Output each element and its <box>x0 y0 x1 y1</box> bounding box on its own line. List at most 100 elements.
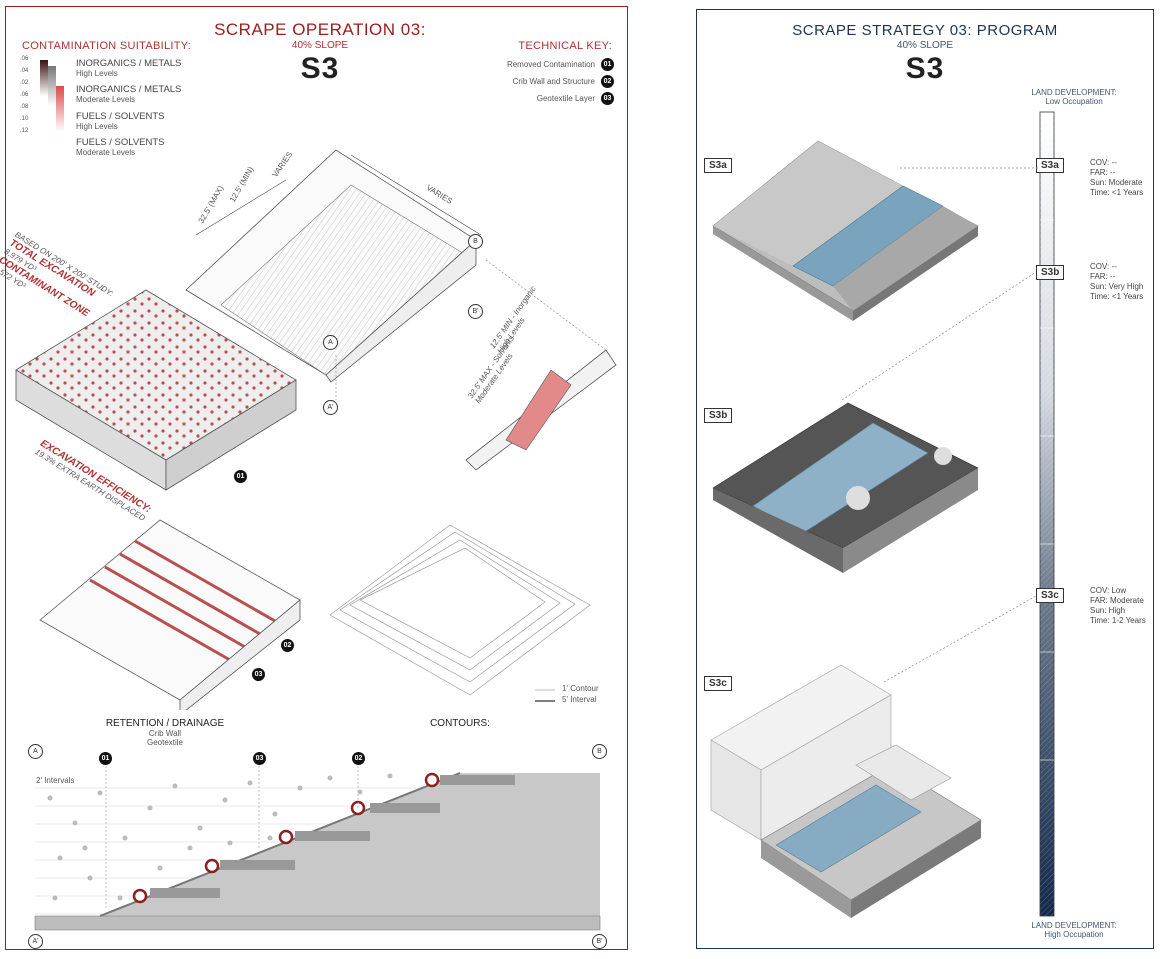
scale-tick: .08 <box>20 104 29 110</box>
technical-key-row: Removed Contamination 01 <box>440 56 614 73</box>
stat-line: FAR: -- <box>1090 168 1116 177</box>
stat-line: Time: <1 Years <box>1090 188 1144 197</box>
excavation-isometric-diagram <box>15 149 617 491</box>
stat-line: Sun: Moderate <box>1090 178 1143 187</box>
scale-tick: .06 <box>20 56 29 62</box>
retention-title: RETENTION / DRAINAGE <box>105 718 225 729</box>
technical-key: Removed Contamination 01 Crib Wall and S… <box>440 56 614 107</box>
stats-s3a: COV: -- FAR: -- Sun: Moderate Time: <1 Y… <box>1090 158 1143 198</box>
contour-legend-5: 5' Interval <box>562 695 597 704</box>
occupation-top-label: LAND DEVELOPMENT: Low Occupation <box>1018 88 1130 106</box>
occupation-bottom-label: LAND DEVELOPMENT: High Occupation <box>1018 921 1130 939</box>
key-number-badge: 03 <box>601 92 614 105</box>
stat-line: COV: Low <box>1090 586 1127 595</box>
stat-line: Sun: Very High <box>1090 282 1144 291</box>
section-marker-a: A <box>28 744 43 759</box>
contamination-name: INORGANICS / METALS <box>76 58 182 69</box>
section-callout-01: 01 <box>99 752 112 765</box>
dimension-line <box>195 179 287 236</box>
marker-a-prime: A' <box>323 400 338 415</box>
contamination-item: INORGANICS / METALS High Levels <box>76 58 181 84</box>
key-number-badge: 01 <box>601 58 614 71</box>
callout-crib-wall: 02 <box>281 639 294 652</box>
contamination-gradient-scale <box>40 60 64 132</box>
contamination-item: FUELS / SOLVENTS Moderate Levels <box>76 137 181 163</box>
contamination-name: INORGANICS / METALS <box>76 84 182 95</box>
scenario-label-s3a: S3a <box>704 158 732 173</box>
interval-label: 2' Intervals <box>36 776 75 785</box>
s3c-isometric-model <box>710 664 982 918</box>
occupation-bottom-line-1: LAND DEVELOPMENT: <box>1031 921 1117 930</box>
section-marker-b: B <box>592 744 607 759</box>
contamination-level: Moderate Levels <box>76 148 136 157</box>
s3a-isometric-model <box>712 140 979 321</box>
key-label: Geotextile Layer <box>536 94 595 103</box>
contamination-heading: CONTAMINATION SUITABILITY: <box>22 40 192 52</box>
occupation-gradient-bar <box>1039 111 1055 917</box>
contamination-name: FUELS / SOLVENTS <box>76 137 165 148</box>
retention-line-1: Crib Wall <box>148 729 182 738</box>
stat-line: Time: 1-2 Years <box>1090 616 1146 625</box>
marker-b: B <box>468 234 483 249</box>
technical-key-row: Geotextile Layer 03 <box>440 90 614 107</box>
operation-code: S3 <box>300 52 340 85</box>
strategy-slope: 40% SLOPE <box>896 40 954 51</box>
key-label: Removed Contamination <box>506 60 595 69</box>
scale-tick: .04 <box>20 68 29 74</box>
scale-tick: .10 <box>20 116 29 122</box>
contamination-item: INORGANICS / METALS Moderate Levels <box>76 84 181 111</box>
stat-line: FAR: -- <box>1090 272 1116 281</box>
key-number-badge: 02 <box>601 75 614 88</box>
contamination-item: FUELS / SOLVENTS High Levels <box>76 111 181 137</box>
stat-line: Sun: High <box>1090 606 1126 615</box>
contamination-level: High Levels <box>76 122 118 131</box>
dimension-line <box>350 154 482 236</box>
retention-line-2: Geotextile <box>146 738 184 747</box>
technical-key-row: Crib Wall and Structure 02 <box>440 73 614 90</box>
key-label: Crib Wall and Structure <box>512 77 595 86</box>
callout-geotextile: 03 <box>252 668 265 681</box>
operation-title: SCRAPE OPERATION 03: <box>214 20 426 39</box>
section-callout-03: 03 <box>253 752 266 765</box>
stats-s3c: COV: Low FAR: Moderate Sun: High Time: 1… <box>1090 586 1146 626</box>
marker-a: A <box>323 335 338 350</box>
occupation-bottom-line-2: High Occupation <box>1044 930 1104 939</box>
contours-title: CONTOURS: <box>430 718 490 729</box>
strategy-code: S3 <box>905 52 945 85</box>
scale-tick: .12 <box>20 128 29 134</box>
stat-line: COV: -- <box>1090 262 1117 271</box>
scale-tick: .02 <box>20 80 29 86</box>
s3b-leader-line <box>841 271 1037 401</box>
scenario-label-s3c: S3c <box>704 676 732 691</box>
scale-ticks: .06 .04 .02 .06 .08 .10 .12 <box>20 56 36 140</box>
scenario-label-s3b: S3b <box>704 408 733 423</box>
cross-section-diagram <box>34 758 601 931</box>
operation-slope: 40% SLOPE <box>291 40 349 51</box>
callout-removed-contamination: 01 <box>234 470 247 483</box>
stat-line: FAR: Moderate <box>1090 596 1144 605</box>
section-marker-a-prime: A' <box>28 934 43 949</box>
contamination-name: FUELS / SOLVENTS <box>76 111 165 122</box>
retention-and-contours-diagram <box>39 519 591 710</box>
section-marker-b-prime: B' <box>592 934 607 949</box>
bar-marker-s3a: S3a <box>1036 158 1064 173</box>
retention-caption: RETENTION / DRAINAGE Crib Wall Geotextil… <box>95 718 235 747</box>
s3c-leader-line <box>883 595 1037 683</box>
contour-legend-1: 1' Contour <box>562 684 599 693</box>
stats-s3b: COV: -- FAR: -- Sun: Very High Time: <1 … <box>1090 262 1143 302</box>
contamination-level: Moderate Levels <box>76 95 136 104</box>
scale-tick: .06 <box>20 92 29 98</box>
occupation-top-line-2: Low Occupation <box>1045 97 1103 106</box>
s3a-leader-line <box>900 167 1038 169</box>
stat-line: COV: -- <box>1090 158 1117 167</box>
contamination-level: High Levels <box>76 69 118 78</box>
section-callout-02: 02 <box>352 752 365 765</box>
marker-b-prime: B' <box>468 304 483 319</box>
contamination-list: INORGANICS / METALS High Levels INORGANI… <box>76 58 181 163</box>
stat-line: Time: <1 Years <box>1090 292 1144 301</box>
occupation-top-line-1: LAND DEVELOPMENT: <box>1031 88 1117 97</box>
strategy-title: SCRAPE STRATEGY 03: PROGRAM <box>792 22 1058 39</box>
s3b-isometric-model <box>712 402 979 573</box>
bar-marker-s3c: S3c <box>1036 588 1064 603</box>
bar-marker-s3b: S3b <box>1036 265 1065 280</box>
